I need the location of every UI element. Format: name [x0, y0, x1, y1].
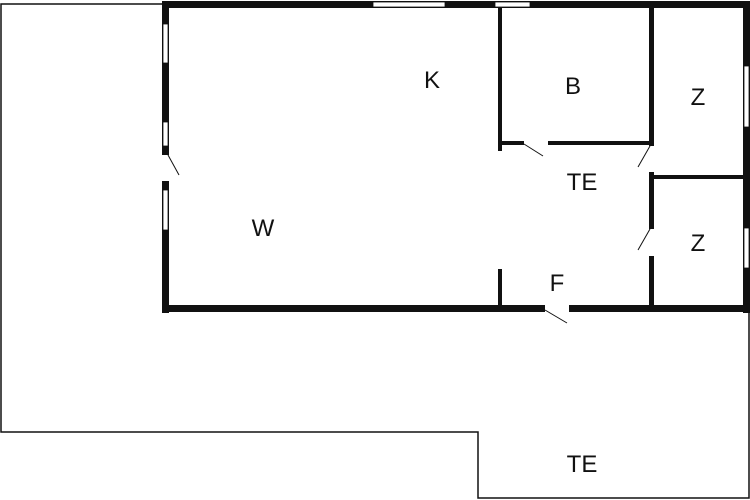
room-label-living: W [252, 215, 275, 242]
room-label-entrance: F [550, 270, 565, 297]
doors [162, 140, 655, 324]
room-label-terrace: TE [567, 451, 598, 478]
room-label-hallway: TE [567, 169, 598, 196]
terrace-outline [0, 3, 750, 499]
outer-walls [162, 1, 750, 313]
windows [162, 1, 750, 269]
room-label-kitchen: K [424, 67, 440, 94]
room-label-bathroom: B [565, 73, 581, 100]
room-label-bedroom-1: Z [691, 84, 706, 111]
room-label-bedroom-2: Z [691, 230, 706, 257]
interior-walls [498, 4, 747, 309]
